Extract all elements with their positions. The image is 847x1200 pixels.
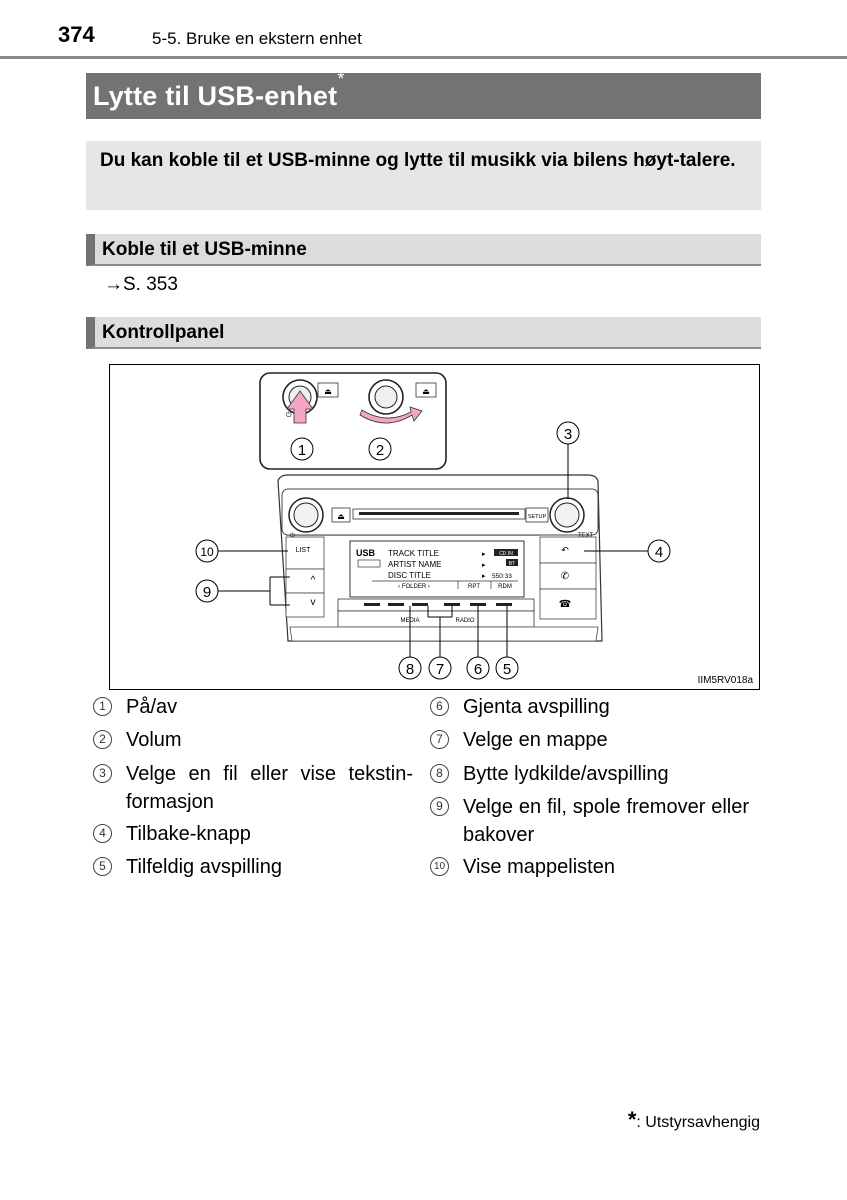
legend-number: 4 [93, 824, 112, 843]
setup-button-label: SETUP [528, 514, 547, 520]
legend-item-1: 1 På/av [93, 693, 413, 723]
eject-button-shape [331, 507, 351, 523]
display-soft-rpt: RPT [468, 584, 480, 590]
radio-illustration: LIST ^ v ↶ ✆ ☎ ⏻ TEXT ⏏ SETUP USB TRACK … [195, 372, 671, 680]
callout-1 [290, 437, 314, 461]
legend-label: Tilbake-knapp [126, 823, 251, 845]
connect-heading-text: Koble til et USB-minne [102, 239, 307, 260]
rotate-arrow-icon [359, 406, 423, 424]
page-reference: →S. 353 [104, 274, 178, 295]
title-asterisk: * [337, 69, 345, 89]
legend-number: 9 [430, 797, 449, 816]
display-source: USB [356, 548, 376, 558]
callout-2 [368, 437, 392, 461]
legend-number: 10 [430, 857, 449, 876]
display-line2: ARTIST NAME [388, 560, 442, 569]
legend-label: Bytte lydkilde/avspilling [463, 763, 669, 785]
legend-label: På/av [126, 696, 178, 718]
svg-text:1: 1 [298, 442, 306, 459]
legend-number: 8 [430, 764, 449, 783]
footnote-marker: * [627, 1107, 637, 1132]
legend-number: 7 [430, 730, 449, 749]
legend-item-2: 2 Volum [93, 726, 413, 756]
display-badge-bt: BT [509, 561, 515, 567]
svg-text:⏏: ⏏ [324, 387, 332, 396]
phone-call-icon: ✆ [561, 571, 569, 582]
section-title: 5-5. Bruke en ekstern enhet [152, 29, 362, 48]
push-arrow-icon [286, 390, 314, 424]
control-panel-heading-text: Kontrollpanel [102, 322, 225, 343]
legend-item-7: 7 Velge en mappe [430, 726, 750, 756]
down-button-shape [285, 592, 325, 618]
legend-label: Vise mappelisten [463, 856, 615, 878]
svg-text:5: 5 [503, 661, 511, 678]
svg-text:3: 3 [564, 426, 572, 443]
footnote: *: Utstyrsavhengig [628, 1107, 760, 1133]
hangup-button-shape [539, 588, 597, 620]
legend-label: Gjenta avspilling [463, 696, 610, 718]
list-button-label: LIST [296, 547, 312, 554]
intro-box: Du kan koble til et USB-minne og lytte t… [86, 141, 761, 210]
legend-label: Volum [126, 729, 182, 751]
legend-label: Velge en fil, spole fremover eller bakov… [463, 796, 749, 846]
figure-code: IIM5RV018a [697, 675, 753, 686]
svg-text:⏻: ⏻ [286, 411, 292, 419]
control-panel-figure: LIST ^ v ↶ ✆ ☎ ⏻ TEXT ⏏ SETUP USB TRACK … [109, 364, 760, 690]
media-radio-row [337, 610, 535, 628]
svg-text:4: 4 [655, 544, 663, 561]
svg-text:7: 7 [436, 661, 444, 678]
legend-item-3: 3 Velge en fil eller vise tekstin-formas… [93, 760, 413, 818]
legend-number: 1 [93, 697, 112, 716]
up-arrow-icon: ^ [311, 575, 316, 586]
svg-text:▸: ▸ [482, 562, 486, 569]
svg-text:6: 6 [474, 661, 482, 678]
page-number: 374 [58, 22, 95, 47]
footnote-text: : Utstyrsavhengig [636, 1114, 760, 1131]
legend-item-9: 9 Velge en fil, spole fremover eller bak… [430, 793, 750, 851]
display-time: 550:33 [492, 573, 512, 580]
legend-item-5: 5 Tilfeldig avspilling [93, 853, 413, 883]
intro-text: Du kan koble til et USB-minne og lytte t… [100, 150, 736, 171]
display-badge-cd: CD IN [499, 551, 513, 557]
page-title-bar: Lytte til USB-enhet* [86, 69, 761, 119]
down-arrow-icon: v [311, 597, 316, 608]
svg-text:2: 2 [376, 442, 384, 459]
page-title: Lytte til USB-enhet [93, 81, 338, 111]
legend-number: 3 [93, 764, 112, 783]
legend-item-8: 8 Bytte lydkilde/avspilling [430, 760, 750, 790]
legend-label: Velge en fil eller vise tekstin-formasjo… [126, 763, 413, 813]
eject-icon: ⏏ [337, 512, 345, 521]
display-line1: TRACK TITLE [388, 549, 439, 558]
legend-number: 5 [93, 857, 112, 876]
control-panel-heading: Kontrollpanel [86, 317, 761, 349]
display-soft-folder: ‹ FOLDER › [398, 584, 430, 590]
legend-item-10: 10 Vise mappelisten [430, 853, 750, 883]
legend-item-4: 4 Tilbake-knapp [93, 820, 413, 850]
header-rule [0, 56, 847, 59]
display-soft-rdm: RDM [498, 584, 512, 590]
legend-label: Tilfeldig avspilling [126, 856, 282, 878]
svg-text:⏏: ⏏ [422, 387, 430, 396]
svg-text:10: 10 [200, 545, 214, 559]
text-button-label: TEXT [578, 533, 594, 539]
svg-text:▸: ▸ [482, 573, 486, 580]
display-line3: DISC TITLE [388, 571, 431, 580]
svg-text:9: 9 [203, 584, 211, 601]
legend-label: Velge en mappe [463, 729, 608, 751]
setup-button-shape [525, 507, 549, 523]
list-button-shape [285, 536, 325, 570]
svg-text:8: 8 [406, 661, 414, 678]
phone-hangup-icon: ☎ [559, 599, 571, 610]
legend-item-6: 6 Gjenta avspilling [430, 693, 750, 723]
radio-button-label: RADIO [455, 618, 474, 624]
power-icon: ⏻ [290, 532, 295, 539]
call-button-shape [539, 562, 597, 590]
back-icon: ↶ [561, 545, 569, 555]
up-button-shape [285, 568, 325, 594]
svg-text:▸: ▸ [482, 551, 486, 558]
legend-number: 2 [93, 730, 112, 749]
legend-number: 6 [430, 697, 449, 716]
back-button-shape [539, 536, 597, 564]
connect-heading: Koble til et USB-minne [86, 234, 761, 266]
